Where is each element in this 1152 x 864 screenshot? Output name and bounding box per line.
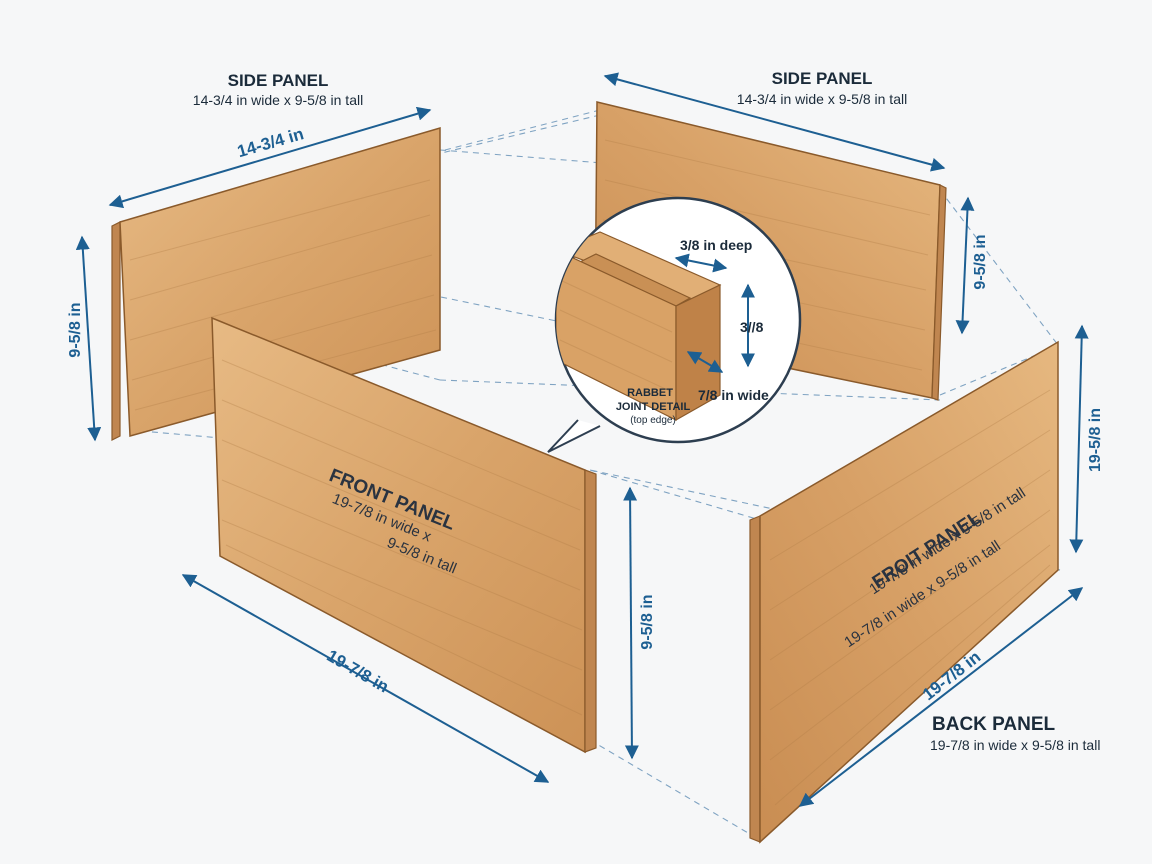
dimension-lines [75,72,1089,807]
back-panel-subtitle: 19-7/8 in wide x 9-5/8 in tall [930,737,1100,753]
right-height-dim: 9-5/8 in [972,234,989,289]
left-side-title: SIDE PANEL [228,71,329,90]
callout-pointer [547,419,601,453]
detail-height-label: 3//8 [740,319,764,335]
back-panel [749,340,1059,844]
detail-caption-2: JOINT DETAIL [616,401,691,413]
right-side-subtitle: 14-3/4 in wide x 9-5/8 in tall [737,91,907,107]
back-panel-title: BACK PANEL [932,714,1056,735]
left-height-dim: 9-5/8 in [67,302,84,357]
detail-caption-3: (top edge) [630,415,676,426]
detail-caption-1: RABBET [627,387,673,399]
back-height-dim: 19-5/8 in [1087,408,1104,472]
left-side-subtitle: 14-3/4 in wide x 9-5/8 in tall [193,92,363,108]
right-side-title: SIDE PANEL [772,69,873,88]
detail-width-label: 7/8 in wide [698,387,769,403]
detail-depth-label: 3/8 in deep [680,237,752,253]
front-width-dim: 19-7/8 in [324,646,392,696]
left-width-dim: 14-3/4 in [235,124,306,161]
front-height-dim: 9-5/8 in [639,594,656,649]
